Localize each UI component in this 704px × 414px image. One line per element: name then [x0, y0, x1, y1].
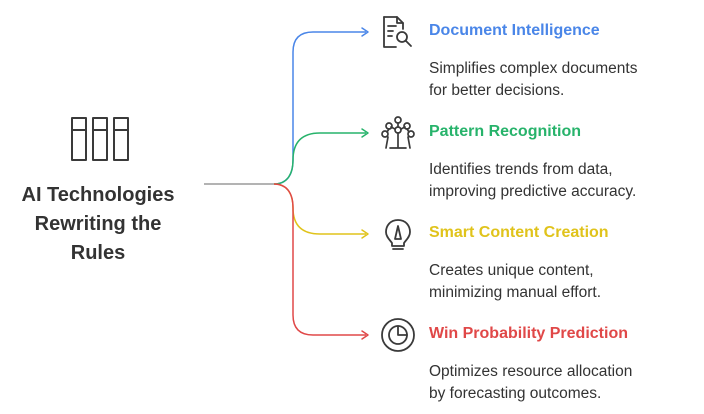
- branch-title: Smart Content Creation: [429, 224, 609, 241]
- connector-document-intelligence: [273, 31, 366, 185]
- branch-title: Win Probability Prediction: [429, 325, 628, 342]
- description-line: for better decisions.: [429, 82, 565, 99]
- pie-chart-icon: [381, 318, 415, 352]
- connector-pattern-recognition: [273, 132, 366, 185]
- root-title-line: Rules: [70, 242, 126, 264]
- branch-title: Document Intelligence: [429, 22, 600, 39]
- connector-win-probability: [273, 183, 366, 336]
- description-line: Identifies trends from data,: [429, 161, 613, 178]
- description-line: Creates unique content,: [429, 262, 594, 279]
- description-line: improving predictive accuracy.: [429, 183, 637, 200]
- description-line: Simplifies complex documents: [429, 60, 638, 77]
- connector-smart-content-creation: [273, 183, 366, 235]
- root-title-line: Rewriting the: [34, 213, 162, 235]
- arrowhead-3: [361, 330, 369, 340]
- arrowhead-2: [361, 229, 369, 239]
- branch-title: Pattern Recognition: [429, 123, 582, 140]
- atomium-icon: [381, 116, 415, 149]
- arrowhead-0: [361, 27, 369, 37]
- branch-description: Simplifies complex documents for better …: [429, 58, 637, 102]
- arrowhead-1: [361, 128, 369, 138]
- branch-description: Identifies trends from data, improving p…: [429, 159, 636, 203]
- description-line: minimizing manual effort.: [429, 284, 602, 301]
- root-title-line: AI Technologies: [21, 184, 175, 206]
- description-line: Optimizes resource allocation: [429, 363, 633, 380]
- description-line: by forecasting outcomes.: [429, 385, 602, 402]
- document-search-icon: [383, 16, 412, 48]
- branch-description: Optimizes resource allocation by forecas…: [429, 361, 632, 405]
- root-title: AI Technologies Rewriting the Rules: [0, 181, 196, 268]
- columns-icon: [71, 117, 129, 161]
- branch-description: Creates unique content, minimizing manua…: [429, 260, 601, 304]
- lightbulb-icon: [385, 219, 411, 250]
